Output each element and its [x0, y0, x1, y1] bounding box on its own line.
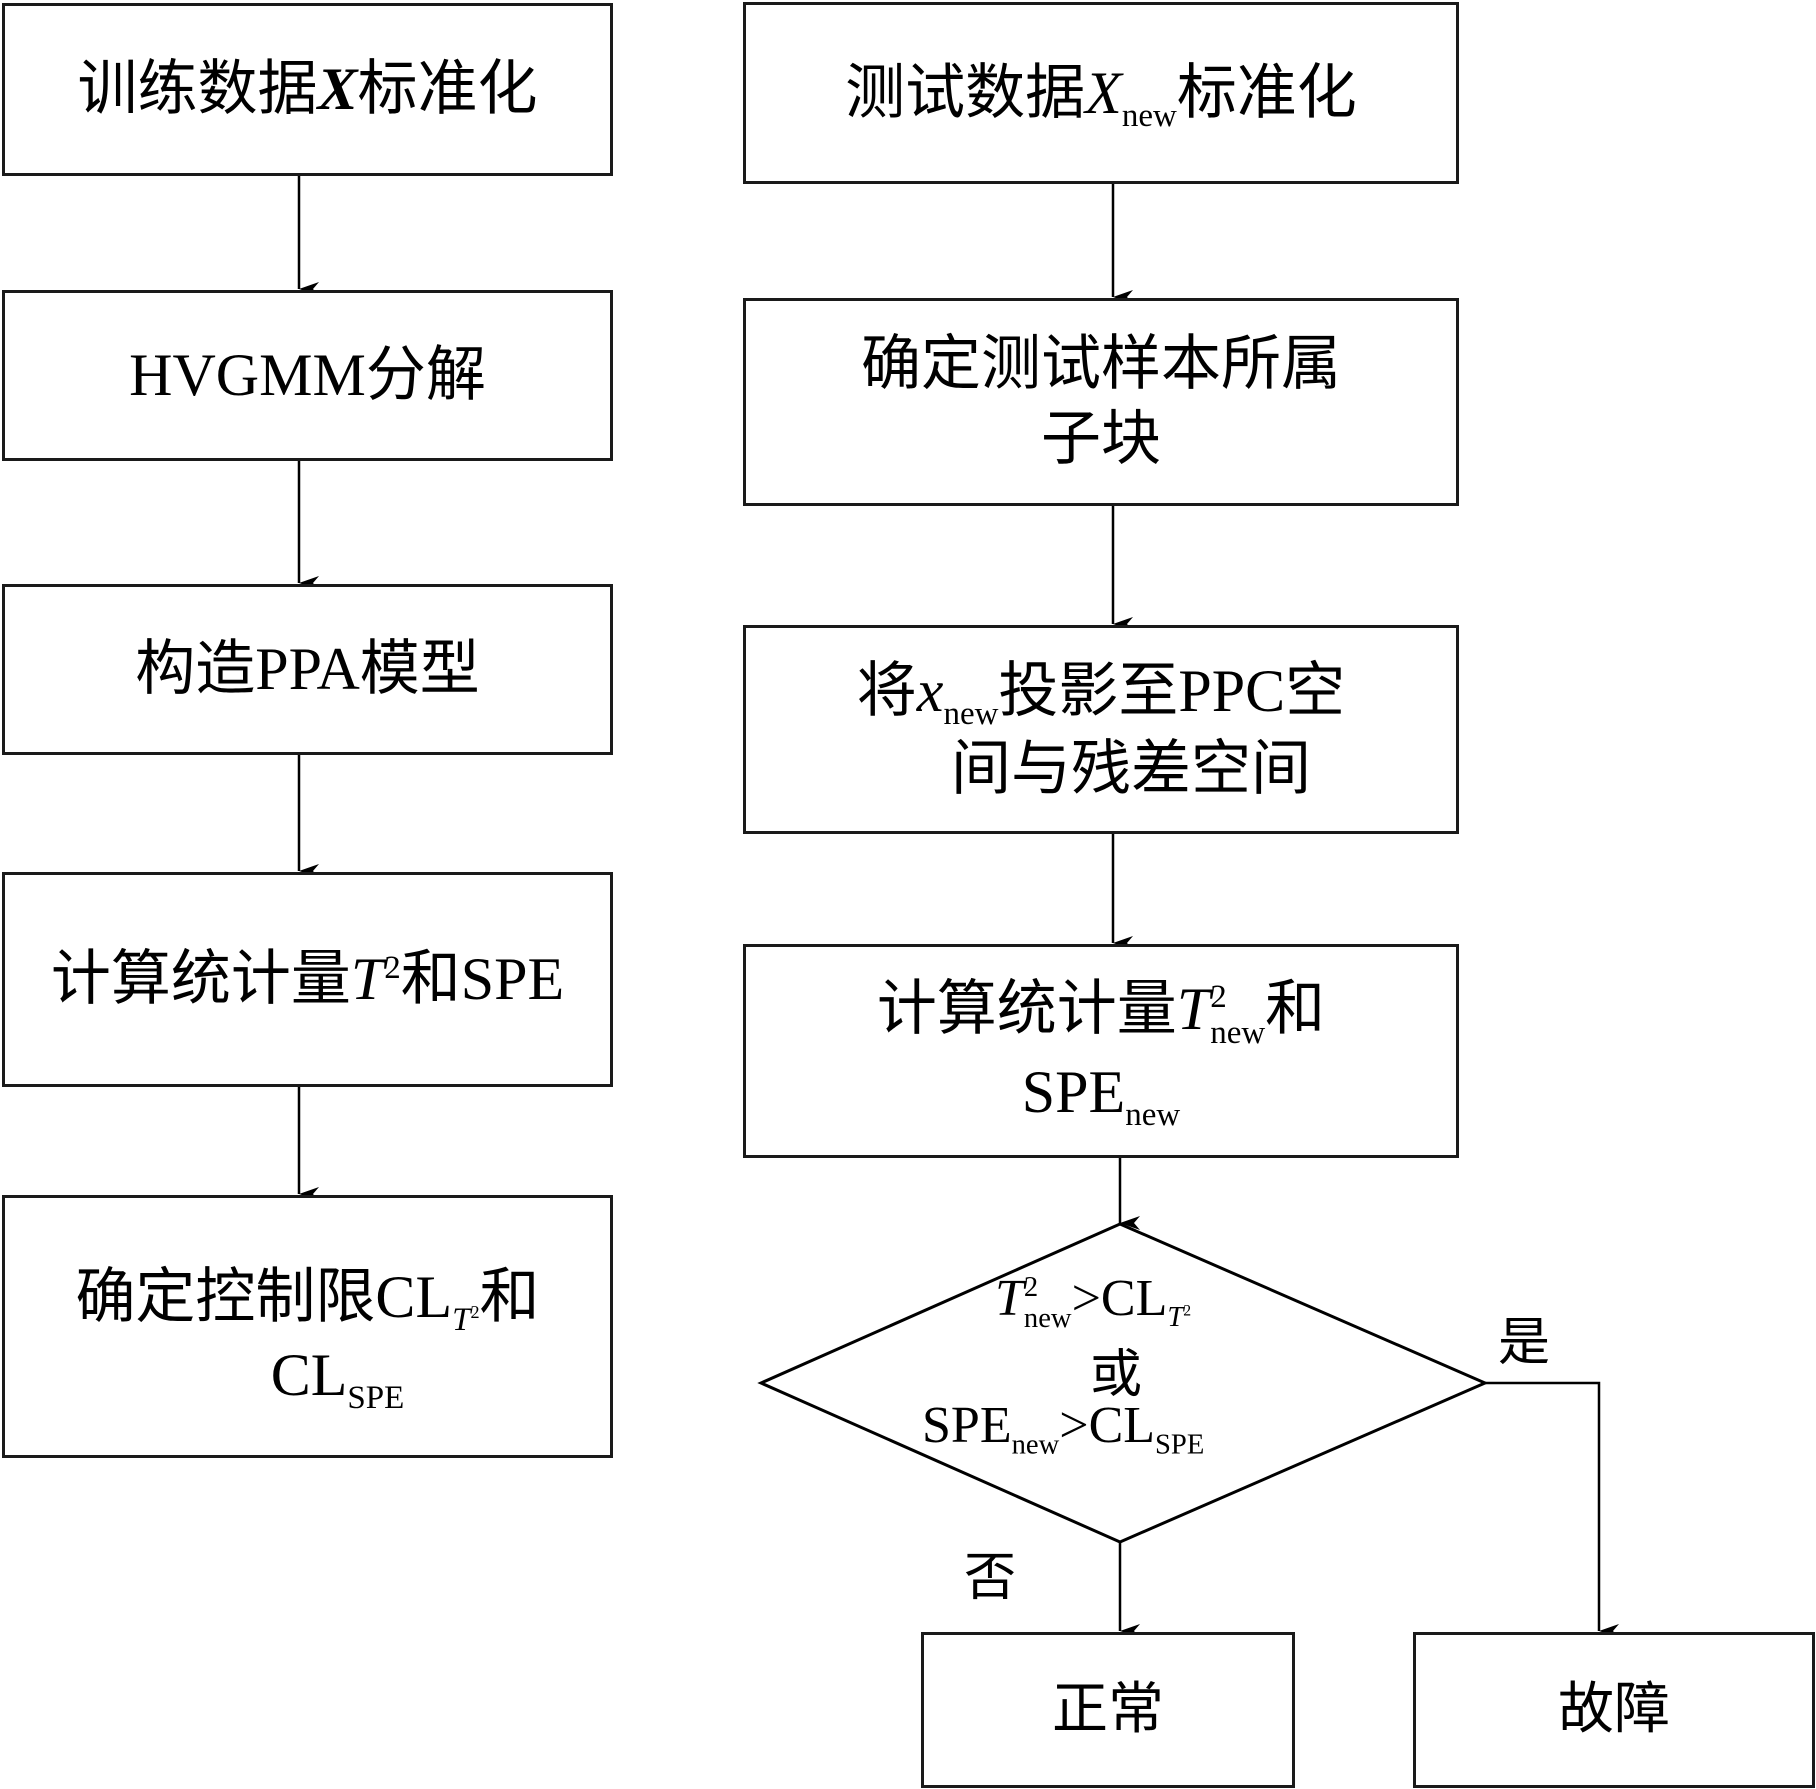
text-pre: 将 [856, 657, 917, 724]
text-pre: 确定控制限CL [75, 1264, 453, 1330]
line-1: 确定测试样本所属 [861, 331, 1341, 397]
subscript-new: new [1125, 1096, 1181, 1133]
text-post: 标准化 [1176, 59, 1357, 126]
operator-gt-cl: >CL [1071, 1270, 1168, 1327]
text-pre: 计算统计量 [50, 946, 351, 1012]
step-control-limits: 确定控制限CLT2和 CLSPE [2, 1195, 613, 1458]
step-text: 确定控制限CLT2和 CLSPE [75, 1258, 540, 1416]
text-pre: 测试数据 [845, 59, 1086, 126]
subscript-new: new [1023, 1303, 1072, 1335]
subscript-spe: SPE [1155, 1429, 1205, 1461]
operator-gt-cl: >CL [1059, 1397, 1156, 1454]
step-project-spaces: 将xnew投影至PPC空 间与残差空间 [743, 625, 1459, 834]
line-2: 间与残差空间 [950, 735, 1311, 802]
variable-t: T [995, 1270, 1024, 1327]
text-cl: CL [270, 1342, 348, 1408]
text-pre: 计算统计量 [876, 976, 1177, 1043]
step-text: 确定测试样本所属 子块 [861, 327, 1341, 477]
text-spe: SPE [1021, 1058, 1126, 1125]
variable-x: X [1085, 59, 1122, 126]
yes-label: 是 [1498, 1315, 1551, 1372]
subscript-new: new [1210, 1015, 1266, 1052]
step-text: 训练数据X标准化 [77, 52, 537, 127]
subscript-t: T [452, 1302, 471, 1338]
step-test-standardize: 测试数据Xnew标准化 [743, 2, 1459, 184]
line-1: 确定控制限CLT2和 [75, 1258, 540, 1338]
line-1: 将xnew投影至PPC空 [856, 652, 1346, 732]
text-spe: SPE [922, 1397, 1012, 1454]
superscript: 2 [1023, 1271, 1039, 1303]
step-build-ppa-model: 构造PPA模型 [2, 584, 613, 755]
variable-x: x [916, 657, 944, 724]
outcome-text: 故障 [1558, 1679, 1670, 1741]
superscript: 2 [470, 1302, 480, 1322]
text-post: 和SPE [400, 946, 565, 1012]
subscript-new: new [1121, 97, 1177, 134]
variable-t: T [1176, 976, 1211, 1043]
outcome-text: 正常 [1052, 1679, 1164, 1741]
subscript-new: new [943, 695, 999, 732]
outcome-normal: 正常 [921, 1632, 1295, 1788]
text-pre: 训练数据 [77, 56, 318, 122]
text-and: 和 [1265, 976, 1326, 1043]
step-text: 计算统计量T2和SPE [51, 942, 564, 1017]
line-2: CLSPE [75, 1336, 539, 1416]
variable-t: T [350, 946, 385, 1012]
step-hvgmm-decompose: HVGMM分解 [2, 290, 613, 461]
variable-x: X [317, 56, 358, 122]
decision-or: 或 [1090, 1347, 1143, 1404]
subscript-spe: SPE [347, 1380, 405, 1416]
decision-condition-2: SPEnew>CLSPE [922, 1395, 1205, 1461]
text-post: 投影至PPC空 [998, 657, 1346, 724]
step-train-standardize: 训练数据X标准化 [2, 3, 613, 176]
outcome-fault: 故障 [1413, 1632, 1815, 1788]
step-determine-subblock: 确定测试样本所属 子块 [743, 298, 1459, 506]
superscript: 2 [384, 950, 401, 986]
line-2: 子块 [1041, 406, 1161, 472]
no-label: 否 [964, 1550, 1017, 1607]
line-2: SPEnew [877, 1052, 1325, 1133]
text-and: 和 [479, 1264, 540, 1330]
step-text: 将xnew投影至PPC空 间与残差空间 [857, 652, 1345, 808]
step-text: HVGMM分解 [129, 342, 486, 408]
superscript: 2 [1210, 979, 1227, 1016]
step-compute-statistics: 计算统计量T2和SPE [2, 872, 613, 1087]
superscript: 2 [1183, 1302, 1192, 1320]
text-post: 标准化 [357, 56, 538, 122]
subscript-t: T [1167, 1302, 1184, 1334]
subscript-new: new [1011, 1429, 1060, 1461]
step-text: 测试数据Xnew标准化 [845, 56, 1357, 134]
arrow-yes-fault [1485, 1381, 1619, 1638]
step-text: 构造PPA模型 [135, 636, 480, 702]
